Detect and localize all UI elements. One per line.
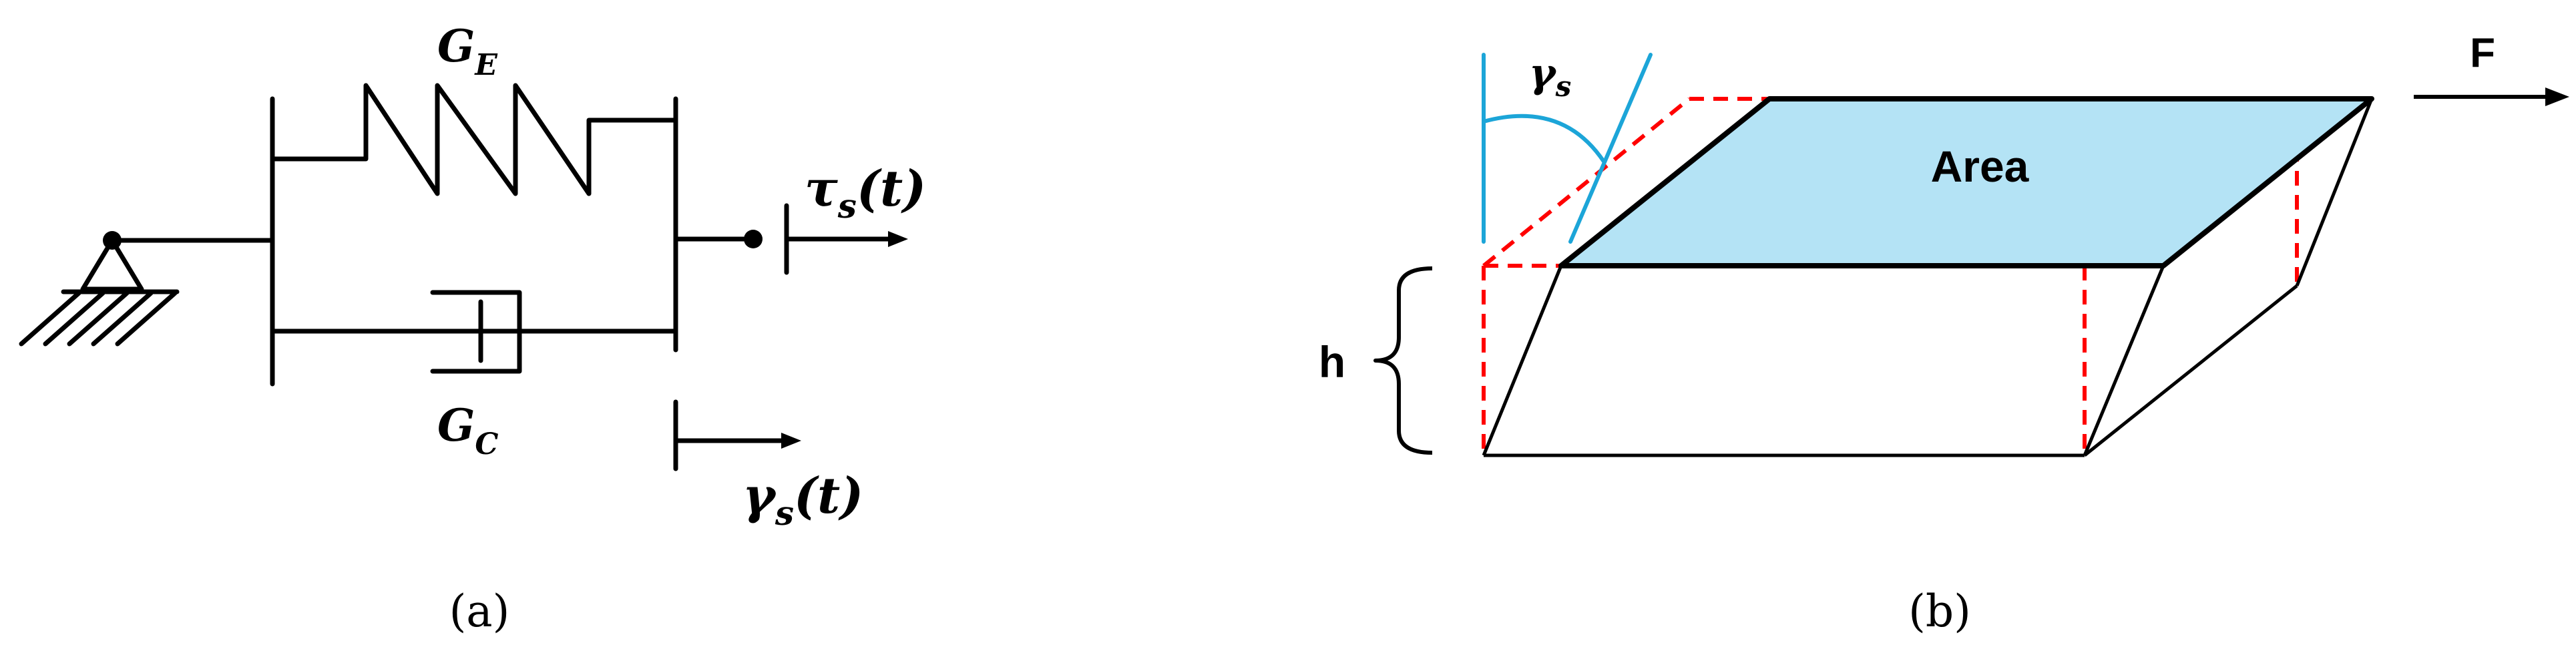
height-brace-icon — [1373, 266, 1433, 455]
dashpot-label: GC — [437, 399, 498, 461]
dashpot-icon — [270, 290, 678, 374]
angle-label: γs — [1529, 50, 1571, 103]
panel-b-shear-block — [1373, 53, 2569, 457]
output-node — [744, 230, 763, 248]
panel-a-kelvin-voigt-model — [19, 83, 908, 471]
shear-angle-icon — [1482, 53, 1653, 244]
caption-b: (b) — [1908, 586, 1971, 637]
strain-label: γs(t) — [742, 467, 863, 533]
spring-icon — [270, 83, 678, 196]
caption-a: (a) — [449, 586, 510, 637]
stress-label: τs(t) — [805, 160, 926, 226]
area-label: Area — [1931, 142, 2030, 191]
block-edges — [1482, 98, 2374, 457]
fixed-support-icon — [19, 231, 180, 347]
height-label: h — [1319, 337, 1345, 387]
spring-label: GE — [437, 20, 498, 82]
force-label: F — [2470, 30, 2495, 76]
